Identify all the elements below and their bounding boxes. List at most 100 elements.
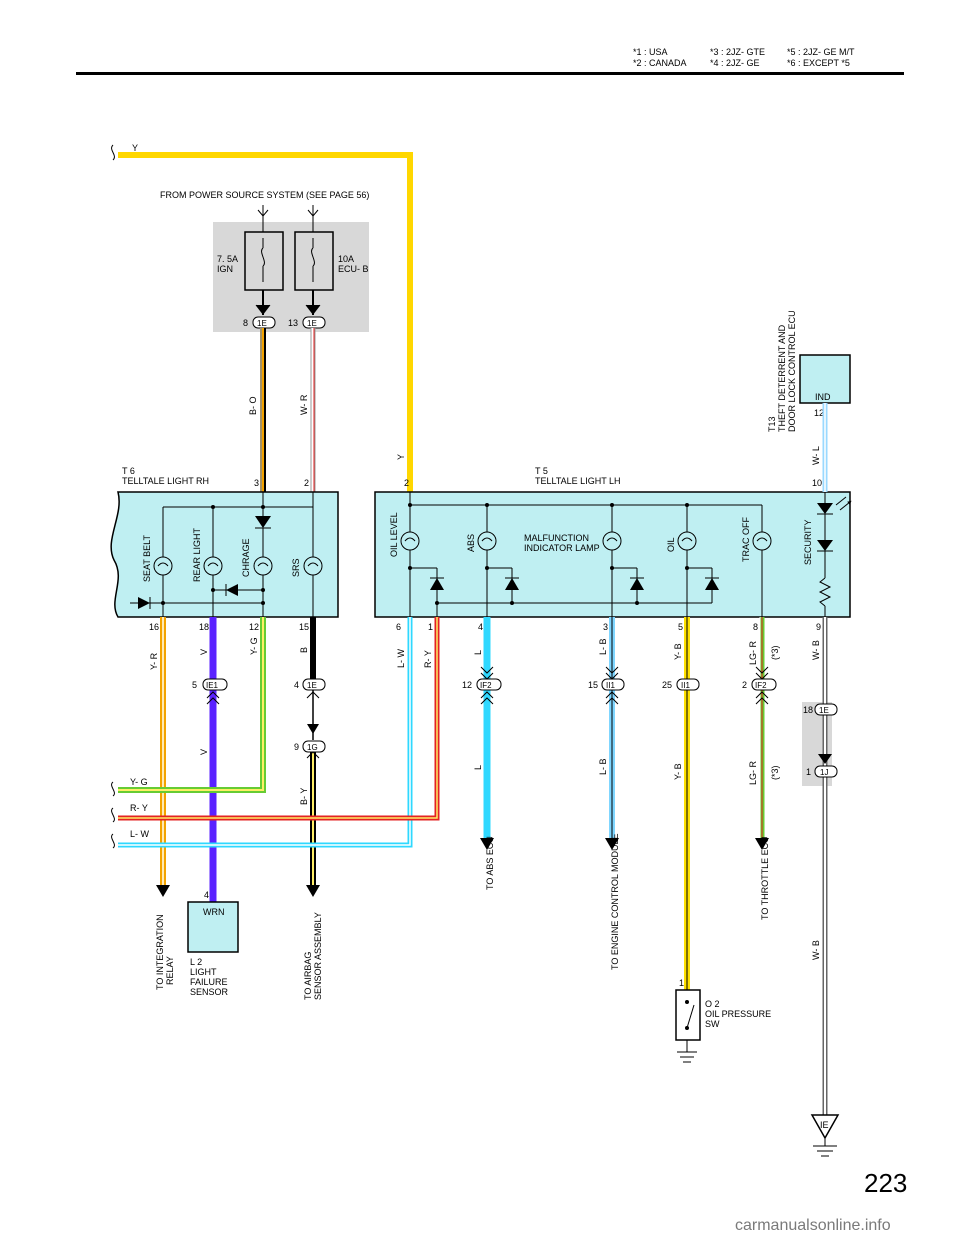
t5-bulb-label-security: SECURITY	[803, 519, 813, 565]
t5-bulb-label-malfunction-1: MALFUNCTION	[524, 533, 589, 543]
t5-pin-6: 6	[396, 622, 401, 632]
fuse-ign-name: IGN	[217, 264, 233, 274]
l2-name: L 2	[190, 957, 202, 967]
wire-label-star3-b: (*3)	[770, 765, 780, 780]
t6-desc: TELLTALE LIGHT RH	[122, 476, 209, 486]
wire-label-yg-1: Y- G	[249, 637, 259, 655]
t5-diode-2	[505, 578, 519, 590]
feed-arrow-2	[307, 209, 319, 217]
wire-label-star3-a: (*3)	[770, 645, 780, 660]
legend-note-2: *2 : CANADA	[633, 58, 687, 68]
legend-note-4: *4 : 2JZ- GE	[710, 58, 760, 68]
power-source-label: FROM POWER SOURCE SYSTEM (SEE PAGE 56)	[160, 190, 369, 200]
feed-arrow-1	[257, 209, 269, 217]
conn-1j	[814, 765, 838, 778]
arrow-throttle	[755, 838, 769, 850]
t5-bulb-label-malfunction-2: INDICATOR LAMP	[524, 543, 600, 553]
legend-note-3: *3 : 2JZ- GTE	[710, 47, 765, 57]
t5-pin-8: 8	[753, 622, 758, 632]
l2-box-label: WRN	[203, 907, 225, 917]
t13-name: T13	[767, 416, 777, 432]
t5-diode-4	[705, 578, 719, 590]
conn-1g-label: 1G	[307, 743, 318, 752]
t5-internals	[400, 492, 850, 617]
watermark: carmanualsonline.info	[735, 1217, 891, 1234]
t6-pin-16: 16	[149, 622, 159, 632]
t5-pin-2: 2	[404, 478, 409, 488]
t6-pin-12: 12	[249, 622, 259, 632]
wire-label-v1: V	[199, 649, 209, 655]
conn-1g-chevron	[306, 751, 320, 759]
t6-bulb-label-seat-belt: SEAT BELT	[142, 534, 152, 582]
wire-label-yb-2: Y- B	[673, 763, 683, 780]
pin-15-ii1: 15	[588, 680, 598, 690]
t5-pin-10: 10	[812, 478, 822, 488]
wire-ry-stripe	[118, 617, 438, 819]
security-led	[817, 503, 833, 514]
t5-bulb-label-oil-level: OIL LEVEL	[389, 512, 399, 557]
conn-1e-c-chevron	[306, 691, 320, 699]
conn-1e-d-label: 1E	[819, 706, 829, 715]
arrow-abs	[480, 838, 494, 850]
wire-label-lw-1: L- W	[396, 648, 406, 668]
fuse-ecub-name: ECU- B	[338, 264, 369, 274]
legend-note-5: *5 : 2JZ- GE M/T	[787, 47, 855, 57]
conn-1e-c-label: 1E	[307, 681, 317, 690]
dest-integration-2: RELAY	[165, 956, 175, 985]
header-rule	[76, 72, 904, 75]
conn-ii1-a-label: II1	[606, 681, 615, 690]
wire-label-lgr-1: LG- R	[748, 640, 758, 665]
t5-pin-4: 4	[478, 622, 483, 632]
conn-ii1-b-label: II1	[681, 681, 690, 690]
o2-switch-box	[675, 989, 701, 1041]
wire-label-yb-1: Y- B	[673, 643, 683, 660]
wire-yg-outline	[118, 617, 266, 793]
t5-bulb-label-trac-off: TRAC OFF	[741, 517, 751, 562]
t6-bulb-label-srs: SRS	[291, 558, 301, 577]
security-resistor	[818, 577, 832, 607]
t13-desc-2: DOOR LOCK CONTROL ECU	[787, 310, 797, 432]
pin-2-if2: 2	[742, 680, 747, 690]
arrow-1g	[307, 724, 319, 734]
t13-pin-12: 12	[814, 408, 824, 418]
conn-if2-a-label: IF2	[480, 681, 492, 690]
wire-break-y	[111, 144, 115, 161]
conn-1e-b-label: 1E	[307, 319, 317, 328]
legend: *1 : USA *2 : CANADA *3 : 2JZ- GTE *4 : …	[633, 47, 855, 68]
pin-25: 25	[662, 680, 672, 690]
wire-label-b: B	[299, 647, 309, 653]
o2-pin-1: 1	[679, 978, 684, 988]
t5-pin-1: 1	[428, 622, 433, 632]
pin-18-1e: 18	[803, 705, 813, 715]
wire-label-ry-2: R- Y	[130, 803, 148, 813]
t6-pin-15: 15	[299, 622, 309, 632]
legend-note-6: *6 : EXCEPT *5	[787, 58, 850, 68]
t5-pin-3: 3	[603, 622, 608, 632]
arrow-integration	[156, 885, 170, 897]
arrow-ign	[255, 304, 271, 315]
t6-bulb-label-rear-light: REAR LIGHT	[192, 527, 202, 582]
o2-desc-1: OIL PRESSURE	[705, 1009, 771, 1019]
pin-9: 9	[294, 742, 299, 752]
conn-ii1-b	[676, 678, 700, 691]
o2-switch-lever	[686, 1004, 695, 1029]
wire-label-wb-2: W- B	[811, 940, 821, 960]
t6-pin-2: 2	[304, 478, 309, 488]
ground-ie-label: IE	[820, 1120, 829, 1130]
dest-ecm: TO ENGINE CONTROL MODULE	[610, 833, 620, 970]
arrow-ecm	[605, 838, 619, 850]
arrow-airbag	[306, 885, 320, 897]
t6-panel	[110, 491, 339, 618]
pin-8: 8	[243, 318, 248, 328]
conn-if2-a	[476, 678, 502, 691]
t6-bulb-label-charge: CHRAGE	[241, 538, 251, 577]
t6-pin-18: 18	[199, 622, 209, 632]
fuse-ign-rating: 7. 5A	[217, 254, 238, 264]
wire-label-yr: Y- R	[149, 652, 159, 670]
conn-ie1-chevrons	[206, 691, 220, 705]
l2-pin-4: 4	[204, 890, 209, 900]
pin-4-1e: 4	[294, 680, 299, 690]
dest-airbag-2: SENSOR ASSEMBLY	[313, 912, 323, 1000]
dest-throttle: TO THROTTLE ECU	[760, 836, 770, 920]
